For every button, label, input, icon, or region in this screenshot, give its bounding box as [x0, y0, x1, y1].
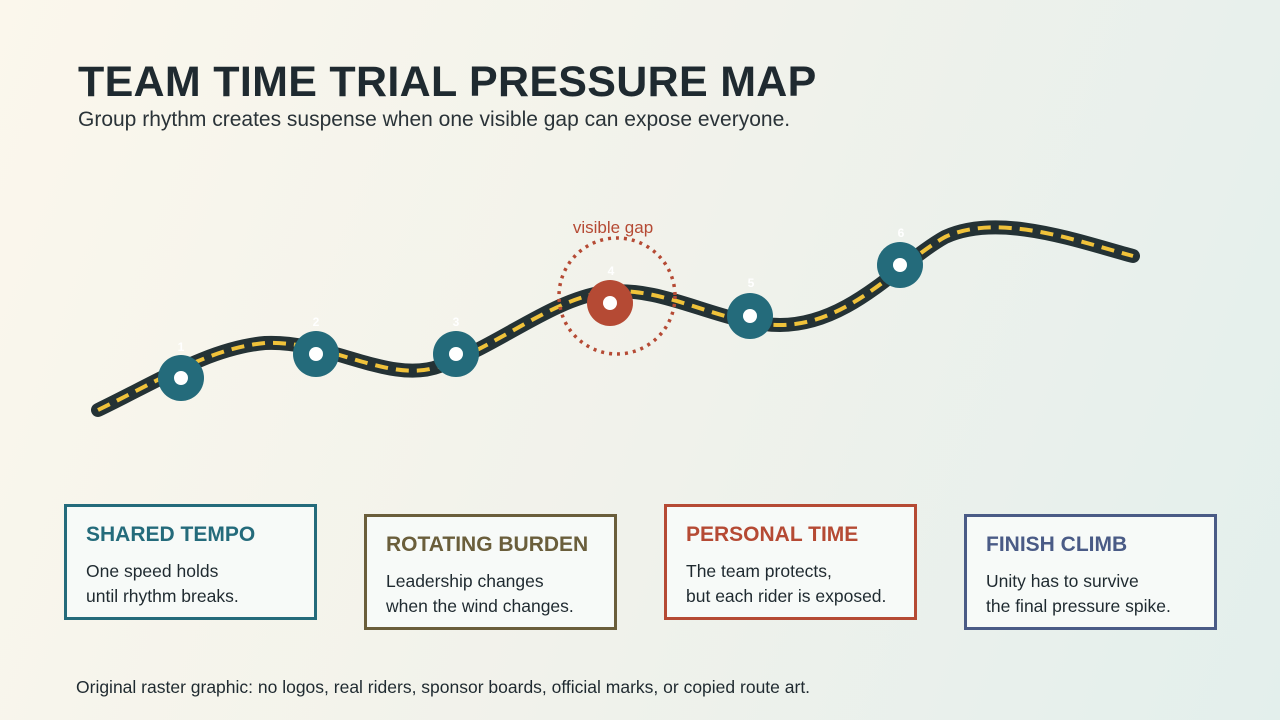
card-rotating-burden: ROTATING BURDEN Leadership changes when …: [364, 514, 617, 630]
card-title: PERSONAL TIME: [686, 523, 859, 546]
marker-number: 5: [748, 276, 755, 290]
card-shared-tempo: SHARED TEMPO One speed holds until rhyth…: [64, 504, 317, 620]
route-marker-1: 1: [158, 340, 204, 401]
route-marker-5: 5: [727, 276, 773, 339]
card-body: Leadership changes when the wind changes…: [386, 569, 574, 619]
marker-number: 2: [313, 315, 320, 329]
marker-number: 1: [178, 340, 185, 354]
card-line: but each rider is exposed.: [686, 586, 887, 606]
footer-note: Original raster graphic: no logos, real …: [76, 677, 811, 697]
card-title: ROTATING BURDEN: [386, 533, 589, 556]
card-title: FINISH CLIMB: [986, 533, 1128, 556]
route-centerline: [97, 225, 1134, 412]
route-marker-2: 2: [293, 315, 339, 377]
route-marker-4: 4: [587, 264, 633, 326]
card-line: Leadership changes: [386, 571, 544, 591]
marker-number: 4: [608, 264, 615, 278]
card-line: The team protects,: [686, 561, 832, 581]
visible-gap-label: visible gap: [573, 218, 653, 237]
route-marker-6: 6: [877, 226, 923, 288]
page-subtitle: Group rhythm creates suspense when one v…: [78, 108, 791, 131]
card-body: One speed holds until rhythm breaks.: [86, 559, 239, 609]
card-finish-climb: FINISH CLIMB Unity has to survive the fi…: [964, 514, 1217, 630]
card-body: Unity has to survive the final pressure …: [986, 569, 1171, 619]
card-line: One speed holds: [86, 561, 219, 581]
page-title: TEAM TIME TRIAL PRESSURE MAP: [78, 58, 817, 106]
card-line: when the wind changes.: [386, 596, 574, 616]
card-body: The team protects, but each rider is exp…: [686, 559, 886, 609]
card-line: until rhythm breaks.: [86, 586, 239, 606]
visible-gap-ring: [557, 236, 677, 356]
card-title: SHARED TEMPO: [86, 523, 256, 546]
marker-number: 3: [453, 315, 460, 329]
card-line: Unity has to survive: [986, 571, 1139, 591]
marker-number: 6: [898, 226, 905, 240]
route-marker-3: 3: [433, 315, 479, 377]
card-line: the final pressure spike.: [986, 596, 1171, 616]
card-personal-time: PERSONAL TIME The team protects, but eac…: [664, 504, 917, 620]
